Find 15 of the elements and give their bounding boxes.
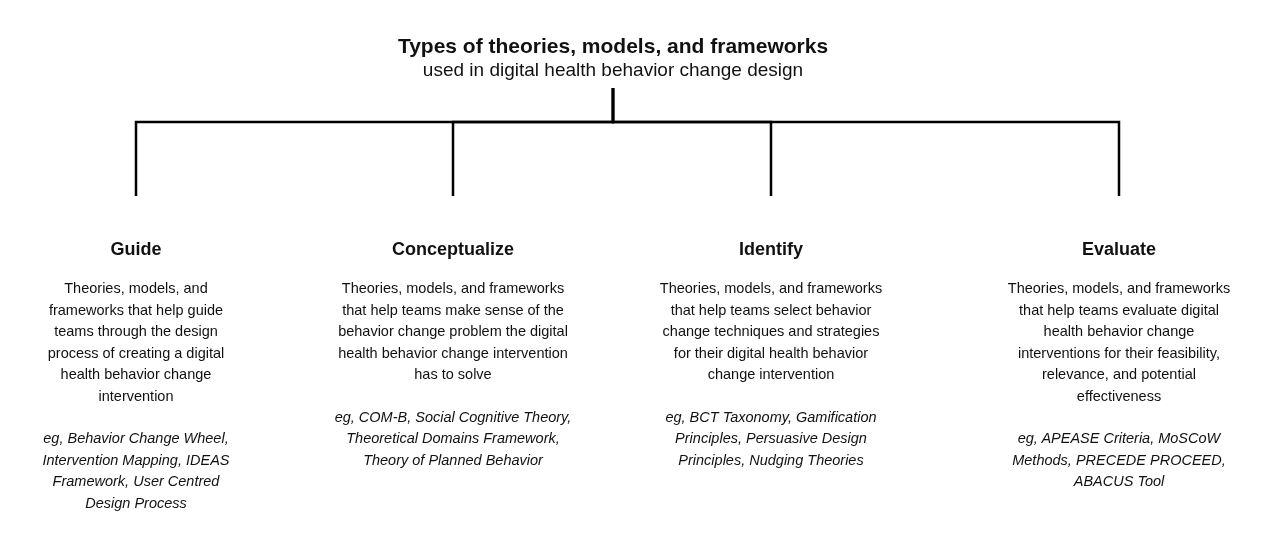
tree-connector bbox=[611, 88, 1121, 196]
examples-list: eg, Behavior Change Wheel, Intervention Mapping, IDEAS Framework, User Centred Design Process bbox=[33, 428, 239, 514]
column-description: Theories, models, and frameworks that help teams make sense of the behavior change problem the digital health behavior change intervention has to solve bbox=[337, 279, 569, 384]
root-label: Types of theories, models, and frameworks bbox=[396, 34, 830, 58]
column-heading: Identify bbox=[738, 238, 804, 260]
column-description: Theories, models, and frameworks that help teams select behavior change techniques and strategies for their digital health behavior change intervention bbox=[658, 279, 884, 384]
column-heading: Conceptualize bbox=[391, 238, 515, 260]
column-heading: Evaluate bbox=[1080, 238, 1157, 260]
examples-list: eg, APEASE Criteria, MoSCoW Methods, PRECEDE PROCEED, ABACUS Tool bbox=[1003, 428, 1235, 493]
column-heading: Guide bbox=[109, 238, 163, 260]
examples-list: eg, BCT Taxonomy, Gamification Principles, Persuasive Design Principles, Nudging Theories bbox=[655, 406, 887, 471]
examples-list: eg, COM-B, Social Cognitive Theory, Theoretical Domains Framework, Theory of Planned Behavior bbox=[332, 406, 574, 471]
root-sublabel: used in digital health behavior change design bbox=[421, 58, 805, 82]
column-description: Theories, models, and frameworks that help guide teams through the design process of creating a digital health behavior change intervention bbox=[46, 279, 226, 406]
column-description: Theories, models, and frameworks that help teams evaluate digital health behavior change interventions for their feasibility, relevance, and potential effectiveness bbox=[1006, 279, 1232, 406]
